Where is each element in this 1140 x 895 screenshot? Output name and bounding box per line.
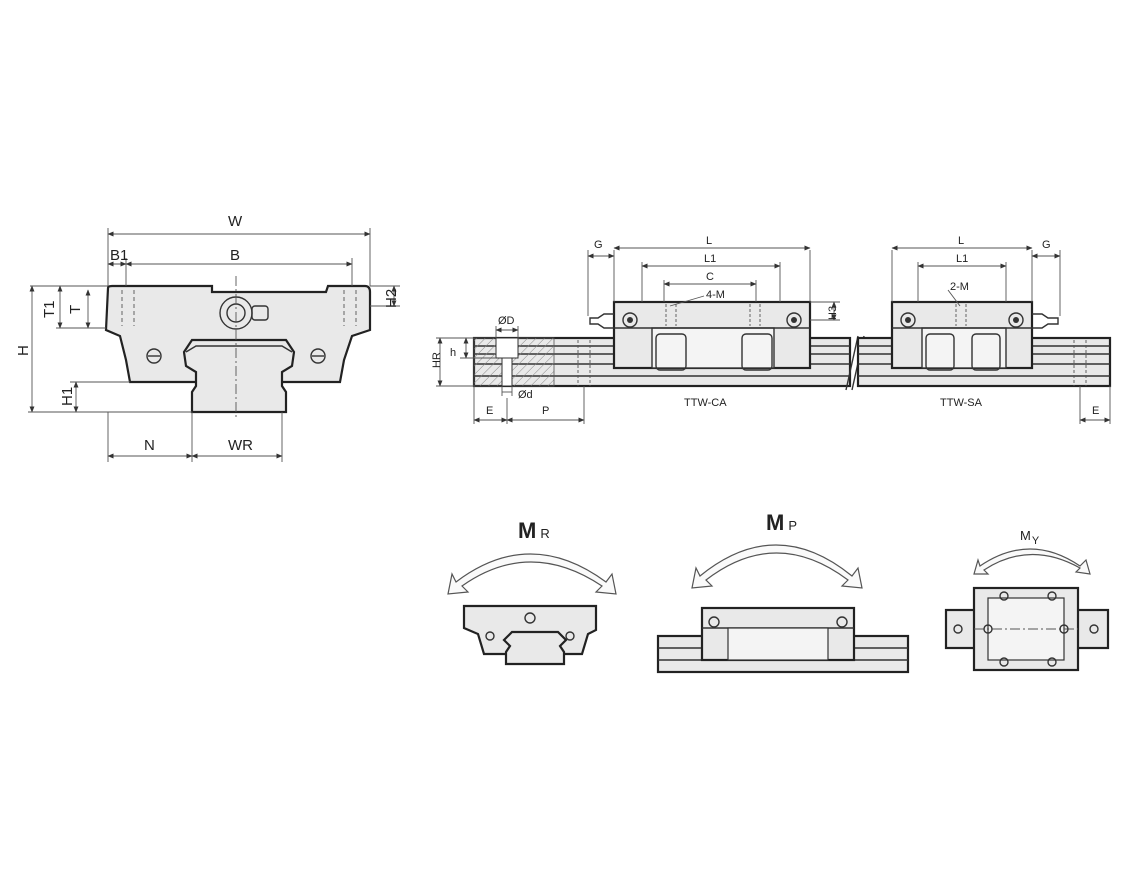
dim-2m-label: 2-M	[950, 281, 969, 293]
ca-bolt-left-icon	[622, 312, 638, 328]
dim-l1-right-label: L1	[956, 253, 968, 265]
grease-nipple-tip	[251, 305, 269, 321]
dim-h-label: H	[15, 345, 32, 356]
dim-wr-label: WR	[228, 437, 253, 454]
dim-l1-left-label: L1	[704, 253, 716, 265]
mp-main: M	[766, 510, 784, 535]
dim-l-left-label: L	[706, 235, 712, 247]
dim-4m-label: 4-M	[706, 289, 725, 301]
ca-grease-fitting	[589, 313, 614, 329]
mr-main: M	[518, 518, 536, 543]
carriage-front-body	[104, 284, 372, 384]
dim-e-left-label: E	[486, 405, 493, 417]
rail-groove	[185, 345, 293, 353]
my-arrow-icon	[973, 548, 1091, 575]
sa-bolt-right-icon	[1008, 312, 1024, 328]
dim-h-small-label: h	[450, 347, 456, 359]
my-label: MY	[1020, 528, 1040, 547]
dim-n-label: N	[144, 437, 155, 454]
screw-right-icon	[310, 348, 326, 364]
mr-sub: R	[540, 526, 549, 541]
dim-g-left-label: G	[594, 239, 603, 251]
side-view: G L L1 C 4-M H3 L G L1	[431, 235, 1112, 424]
dim-g-right-label: G	[1042, 239, 1051, 251]
my-main: M	[1020, 528, 1031, 543]
dim-p-label: P	[542, 405, 549, 417]
my-sub: Y	[1032, 535, 1040, 547]
dim-w-label: W	[228, 213, 243, 230]
dim-e-right-label: E	[1092, 405, 1099, 417]
screw-left-icon	[146, 348, 162, 364]
mp-sub: P	[788, 518, 797, 533]
sa-bolt-left-icon	[900, 312, 916, 328]
dim-c-label: C	[706, 271, 714, 283]
mp-arrow-icon	[691, 544, 863, 589]
dim-t1-label: T1	[41, 300, 58, 318]
moment-my: MY	[944, 528, 1110, 672]
ca-bolt-right-icon	[786, 312, 802, 328]
dim-h3-label: H3	[827, 306, 839, 320]
mr-arrow-icon	[447, 553, 617, 595]
dim-l-right-label: L	[958, 235, 964, 247]
dim-od-small-label: Ød	[518, 389, 533, 401]
label-ttw-ca: TTW-CA	[684, 397, 727, 409]
dim-hr-label: HR	[431, 352, 443, 368]
dim-b-label: B	[230, 247, 240, 264]
dim-b1-label: B1	[110, 247, 128, 264]
front-view: W B1 B T1 T H2 H H1 N WR	[15, 213, 400, 462]
dim-h1-label: H1	[59, 387, 76, 406]
rail-front	[182, 338, 296, 414]
sa-grease-fitting	[1032, 313, 1059, 329]
dim-h2-label: H2	[383, 289, 400, 308]
label-ttw-sa: TTW-SA	[940, 397, 983, 409]
dim-od-label: ØD	[498, 315, 515, 327]
dim-t-label: T	[67, 305, 84, 314]
